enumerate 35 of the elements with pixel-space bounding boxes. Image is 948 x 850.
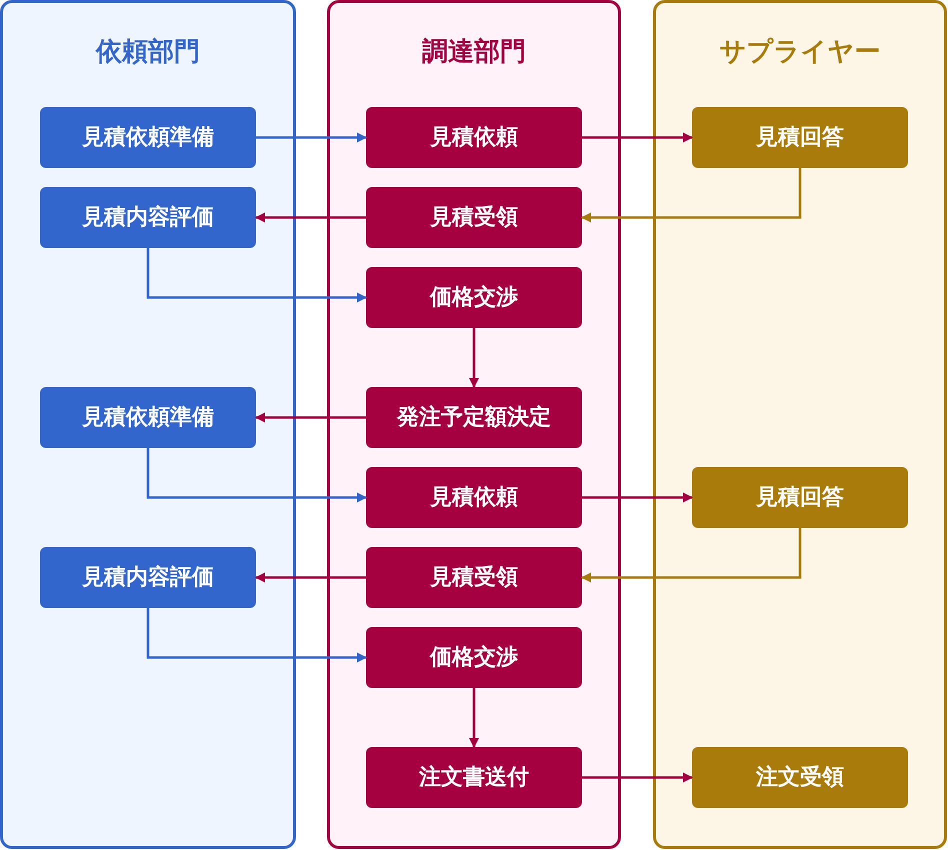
arrow <box>582 772 693 782</box>
arrow <box>146 248 367 302</box>
swimlane <box>327 0 621 849</box>
arrow <box>146 448 367 502</box>
arrow <box>255 212 366 222</box>
lane-heading: 調達部門 <box>421 36 527 69</box>
process-box: 見積受領 <box>366 547 582 608</box>
process-box: 見積依頼 <box>366 107 582 168</box>
process-box: 注文受領 <box>692 747 908 808</box>
process-box: 価格交渉 <box>366 627 582 688</box>
arrow <box>255 412 366 422</box>
process-box: 見積依頼 <box>366 467 582 528</box>
process-box: 注文書送付 <box>366 747 582 808</box>
arrow <box>469 688 479 748</box>
process-box: 価格交渉 <box>366 267 582 328</box>
process-box: 見積内容評価 <box>40 547 256 608</box>
swimlane <box>653 0 947 849</box>
arrow <box>256 132 367 142</box>
arrow <box>582 492 693 502</box>
arrow <box>582 132 693 142</box>
arrow <box>146 608 367 662</box>
lane-heading: 依頼部門 <box>94 36 201 69</box>
arrow <box>581 168 802 222</box>
arrow <box>469 328 479 388</box>
lane-heading: サプライヤー <box>718 36 882 69</box>
process-box: 見積受領 <box>366 187 582 248</box>
process-box: 発注予定額決定 <box>366 387 582 448</box>
process-box: 見積回答 <box>692 467 908 528</box>
process-box: 見積依頼準備 <box>40 107 256 168</box>
swimlane <box>0 0 296 849</box>
arrow <box>581 528 802 582</box>
process-box: 見積回答 <box>692 107 908 168</box>
arrow <box>255 572 366 582</box>
process-box: 見積内容評価 <box>40 187 256 248</box>
process-box: 見積依頼準備 <box>40 387 256 448</box>
